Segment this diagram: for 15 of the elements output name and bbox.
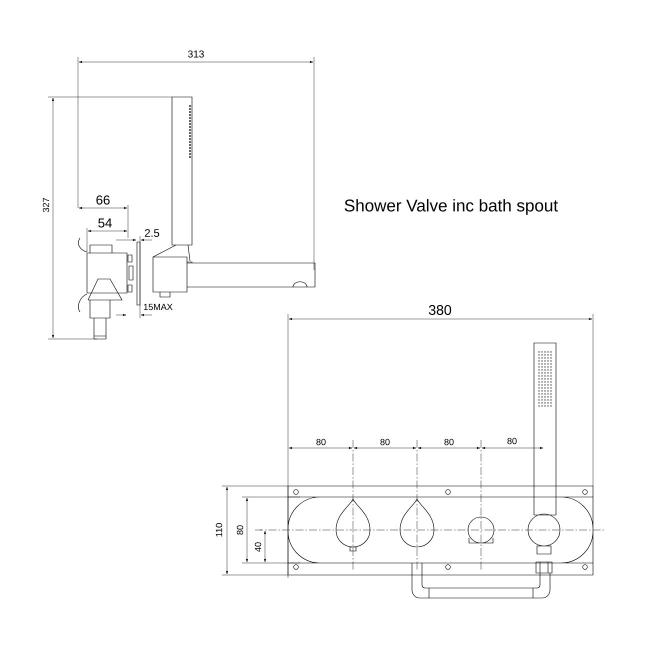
- title: Shower Valve inc bath spout: [344, 199, 558, 215]
- dimension-label: 40: [254, 542, 262, 552]
- dimension-label: 80: [444, 438, 454, 446]
- dimension-label: 80: [380, 438, 390, 446]
- dimension-label: 2.5: [144, 229, 160, 237]
- dimension-label: 313: [188, 50, 204, 58]
- dimension-label: 15MAX: [144, 304, 173, 310]
- dimension-label: 80: [316, 438, 326, 446]
- dimension-label: 54: [98, 218, 112, 228]
- dimension-label: 80: [236, 525, 244, 535]
- dimension-label: 80: [507, 438, 517, 444]
- dimension-label: 66: [96, 195, 110, 205]
- dimension-label: 327: [42, 198, 50, 212]
- dimension-label: 380: [428, 305, 452, 315]
- dimension-label: 110: [216, 523, 222, 536]
